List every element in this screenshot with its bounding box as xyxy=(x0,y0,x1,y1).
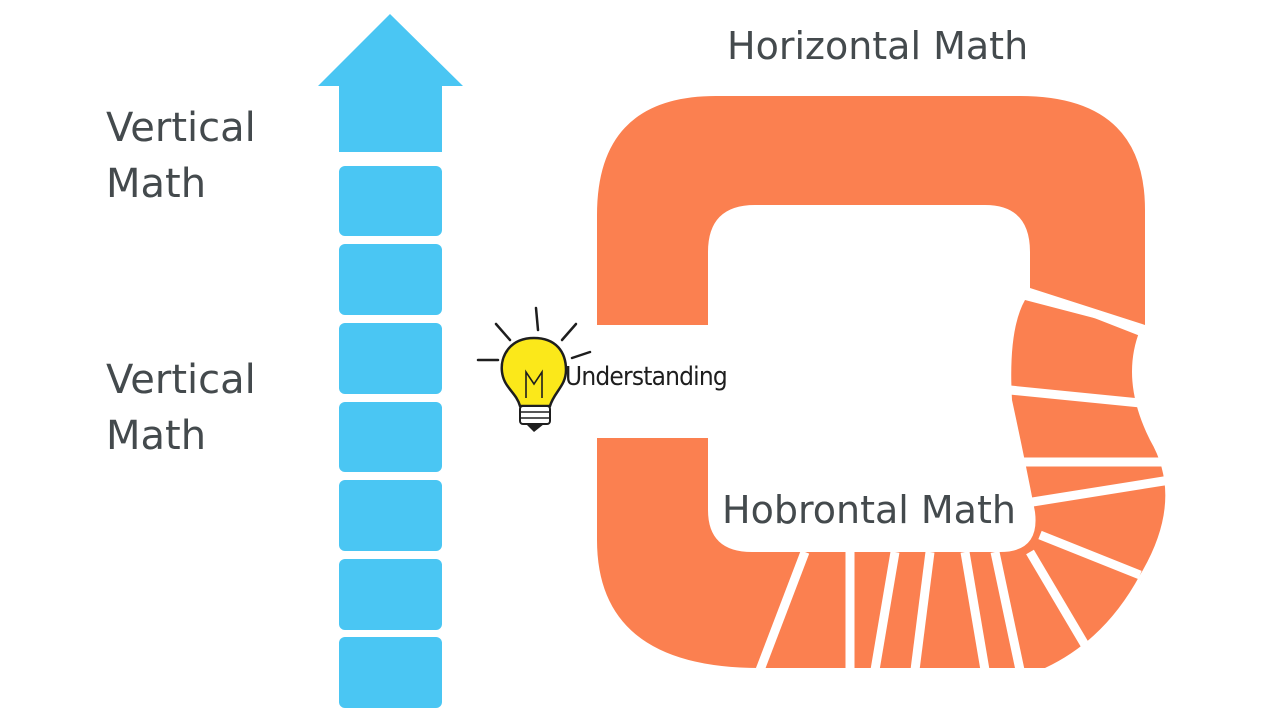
vertical-block xyxy=(339,323,442,394)
up-arrow-icon xyxy=(318,14,463,152)
horizontal-math-label: Horizontal Math xyxy=(727,24,1029,68)
vertical-block xyxy=(339,166,442,236)
vertical-block xyxy=(339,244,442,315)
vertical-block xyxy=(339,402,442,472)
horizontal-math-inner-label: Hobrontal Math xyxy=(722,488,1016,532)
vertical-block xyxy=(339,480,442,551)
orange-loop-bottom xyxy=(597,300,1166,668)
vertical-math-label: Vertical Math xyxy=(106,357,256,459)
vertical-block xyxy=(339,559,442,630)
orange-loop-top xyxy=(597,96,1145,325)
vertical-math-label: Vertical Math xyxy=(106,105,256,207)
vertical-block xyxy=(339,637,442,708)
understanding-label: Understanding xyxy=(565,362,728,392)
